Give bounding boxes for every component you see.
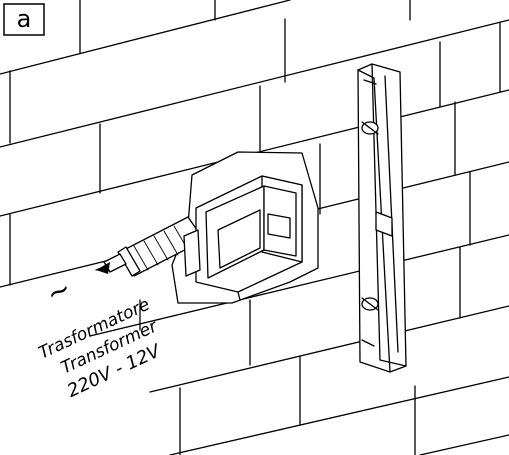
corrugated-conduit [95,216,205,277]
recessed-box [183,175,303,301]
ac-symbol: ~ [41,271,76,311]
panel-letter: a [17,5,32,33]
spirit-level [357,63,407,373]
panel-letter-box [3,3,45,36]
